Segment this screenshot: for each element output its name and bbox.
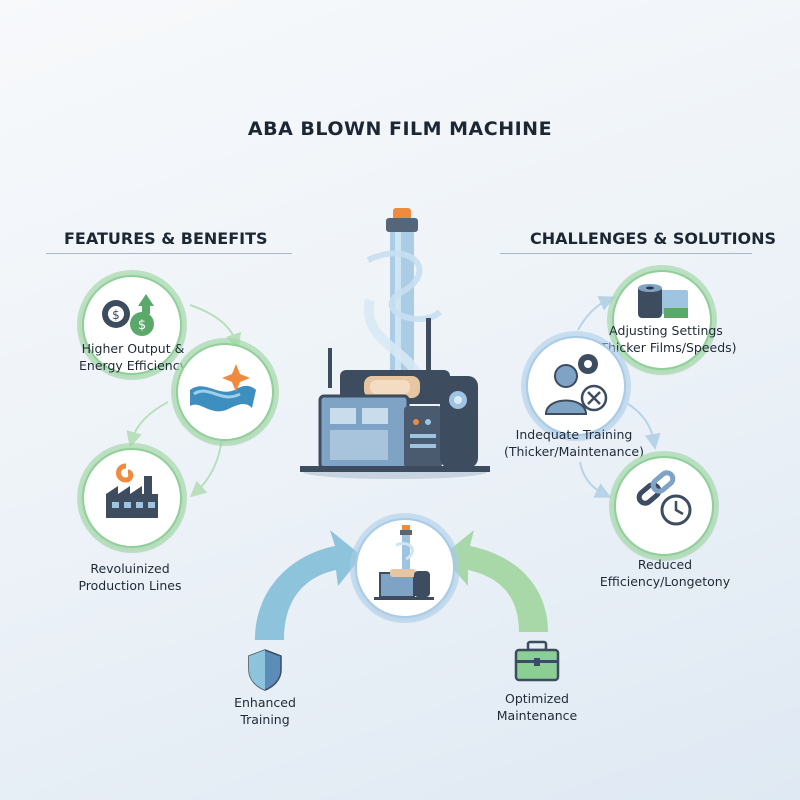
gears-dollar-icon: $ $ — [102, 294, 154, 336]
diagram-title: ABA BLOWN FILM MACHINE — [247, 118, 553, 140]
label-higher-output: Higher Output & Energy Efficiency — [79, 341, 187, 373]
factory-icon — [106, 463, 158, 518]
features-heading: FEATURES & BENEFITS — [64, 229, 268, 248]
svg-text:$: $ — [112, 308, 120, 322]
worker-gear-icon — [544, 354, 608, 415]
toolbox-icon — [514, 640, 560, 682]
arrow-big-green — [442, 530, 548, 632]
machine-icon — [374, 525, 434, 600]
arrow-left-3 — [190, 437, 223, 498]
label-production-lines: Revoluinized Production Lines — [78, 561, 182, 593]
label-enhanced-training: Enhanced Training — [234, 695, 296, 727]
arrow-left-1 — [189, 304, 242, 350]
label-reduced-efficiency: Reduced Efficiency/Longetony — [599, 557, 731, 589]
blown-film-machine-icon — [300, 208, 490, 479]
challenges-divider — [500, 253, 752, 254]
svg-text:$: $ — [138, 318, 146, 333]
label-adjusting-settings: Adjusting Settings (Thicker Films/Speeds… — [595, 323, 737, 355]
chain-clock-icon — [636, 470, 692, 526]
arrow-big-blue — [255, 530, 362, 640]
shield-icon — [248, 649, 282, 691]
arrow-right-1 — [577, 295, 616, 331]
film-roll-icon — [638, 284, 688, 318]
arrow-right-2 — [627, 403, 661, 450]
arrow-right-3 — [579, 461, 612, 498]
challenges-heading: CHALLENGES & SOLUTIONS — [530, 229, 777, 248]
circle-inadequate-training — [526, 336, 626, 436]
arrow-left-2 — [126, 401, 169, 448]
circle-adjusting-settings — [612, 270, 712, 370]
features-divider — [46, 253, 292, 254]
label-inadequate-training: Indequate Training (Thicker/Maintenance) — [504, 427, 644, 459]
label-optimized-maintenance: Optimized Maintenance — [496, 691, 578, 723]
film-wave-icon — [190, 364, 256, 412]
